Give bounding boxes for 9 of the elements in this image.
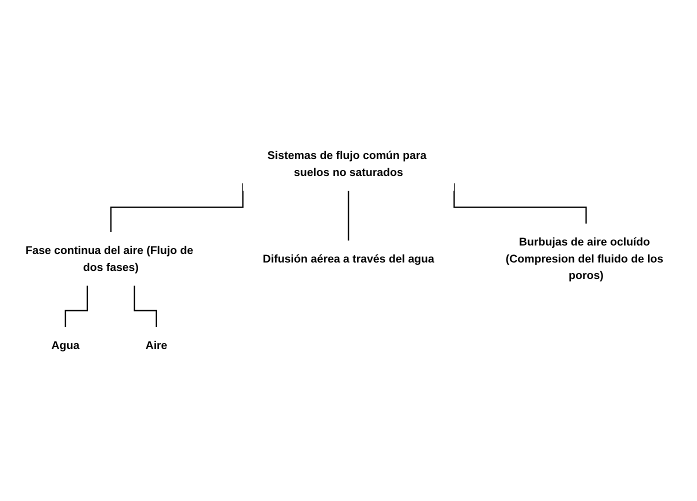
node-text: Agua <box>51 338 80 352</box>
node-text: Aire <box>145 338 168 352</box>
connector <box>348 190 350 242</box>
node-text: Difusión aérea a través del agua <box>262 252 434 266</box>
node-text: Burbujas de aire ocluído (Compresion del fluido de los poros) <box>506 236 664 282</box>
node-text: Fase continua del aire (Flujo de dos fases) <box>25 244 194 274</box>
connector <box>134 286 158 328</box>
connector <box>64 286 88 328</box>
node-text: Sistemas de flujo común para suelos no saturados <box>267 149 426 179</box>
